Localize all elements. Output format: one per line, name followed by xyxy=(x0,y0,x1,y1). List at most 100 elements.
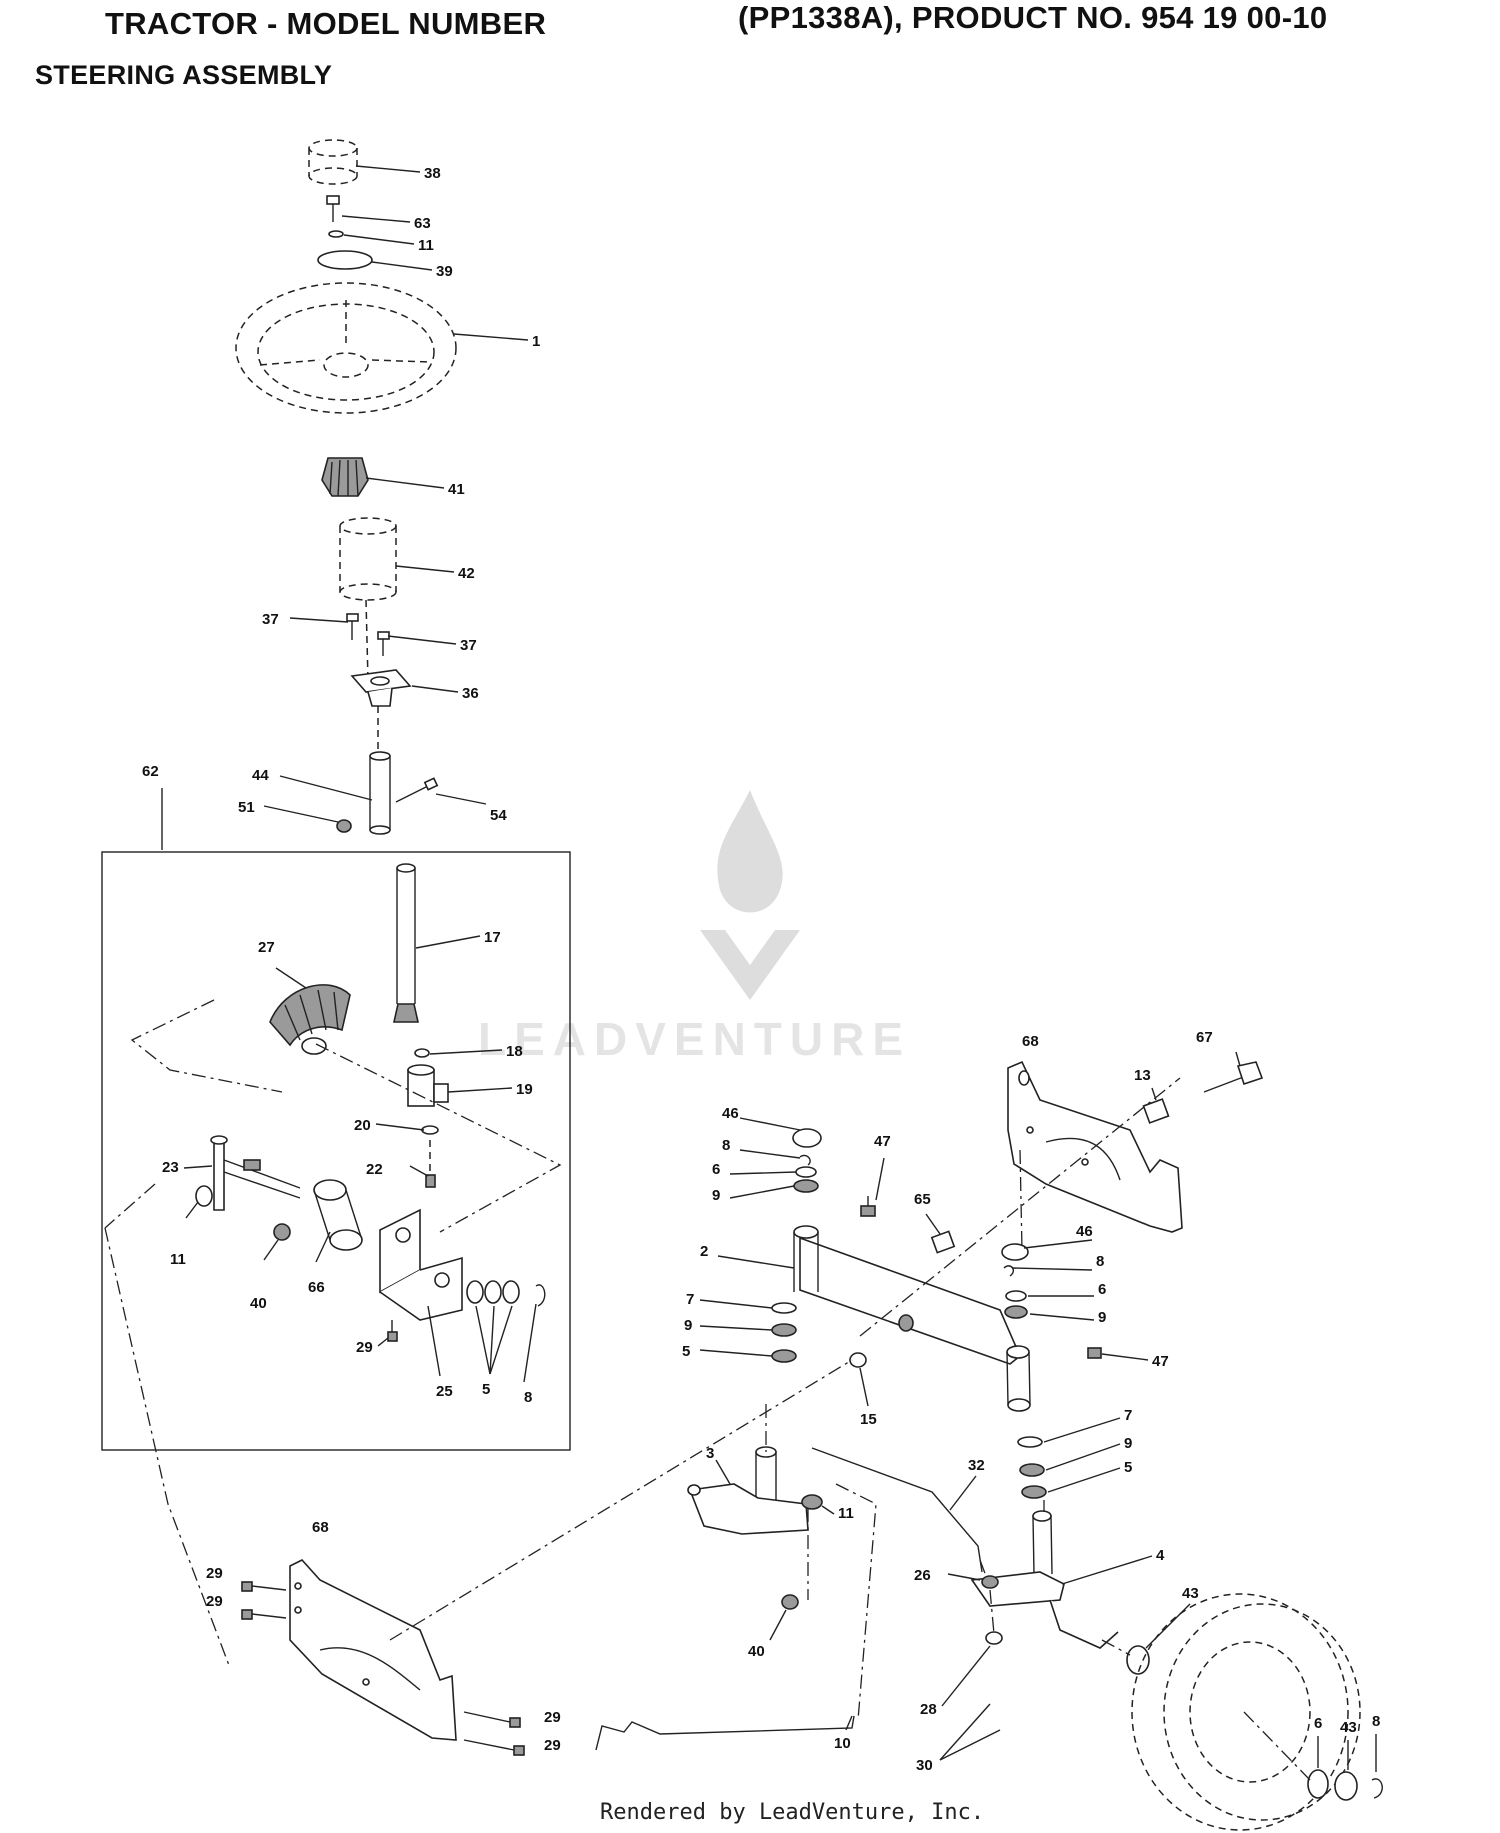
callout-44: 44 xyxy=(252,767,269,784)
grease-fitting-part xyxy=(860,1196,876,1217)
callout-65: 65 xyxy=(914,1191,931,1208)
callout-6: 6 xyxy=(1098,1281,1106,1298)
callout-4: 4 xyxy=(1156,1547,1165,1564)
steering-link-part xyxy=(939,1729,1001,1761)
washer-part xyxy=(1126,1645,1150,1675)
callout-29: 29 xyxy=(544,1737,561,1754)
callout-9: 9 xyxy=(1124,1435,1132,1452)
callout-18: 18 xyxy=(506,1043,523,1060)
washer-part xyxy=(414,1048,430,1058)
washer-part xyxy=(771,1302,797,1314)
washer-part xyxy=(1021,1485,1047,1499)
spacer-part xyxy=(930,1230,956,1254)
sector-gear-part xyxy=(269,984,351,1055)
washer-part xyxy=(466,1280,520,1304)
callout-8: 8 xyxy=(1096,1253,1104,1270)
callout-8: 8 xyxy=(524,1389,532,1406)
washer-part xyxy=(195,1185,213,1207)
callout-25: 25 xyxy=(436,1383,453,1400)
steering-wheel-part xyxy=(235,282,457,414)
tie-rod-part xyxy=(595,1715,855,1751)
callout-38: 38 xyxy=(424,165,441,182)
leader-lines xyxy=(183,165,1377,1772)
callout-22: 22 xyxy=(366,1161,383,1178)
left-spindle-part xyxy=(687,1446,809,1535)
callout-11: 11 xyxy=(838,1505,854,1522)
callout-46: 46 xyxy=(722,1105,739,1122)
washer-part xyxy=(1005,1290,1027,1302)
callout-37: 37 xyxy=(460,637,477,654)
callout-39: 39 xyxy=(436,263,453,280)
callout-42: 42 xyxy=(458,565,475,582)
callout-11: 11 xyxy=(418,237,434,254)
callout-26: 26 xyxy=(914,1567,931,1584)
cap-part xyxy=(792,1128,822,1148)
callout-43: 43 xyxy=(1340,1719,1357,1736)
watermark-text: LEADVENTURE xyxy=(478,1013,912,1065)
callout-29: 29 xyxy=(544,1709,561,1726)
front-tire-part xyxy=(1131,1593,1361,1831)
steering-washer-part xyxy=(317,250,373,270)
bolt-part xyxy=(387,1320,398,1342)
drag-link-part xyxy=(811,1447,983,1573)
callout-47: 47 xyxy=(1152,1353,1169,1370)
callout-40: 40 xyxy=(748,1643,765,1660)
callout-8: 8 xyxy=(1372,1713,1380,1730)
bolt-part xyxy=(395,777,439,803)
callout-68: 68 xyxy=(312,1519,329,1536)
steering-bushing-part xyxy=(339,517,397,601)
callout-9: 9 xyxy=(1098,1309,1106,1326)
bolt-part xyxy=(1203,1061,1264,1093)
callout-23: 23 xyxy=(162,1159,179,1176)
spacer-part xyxy=(1142,1098,1170,1124)
flange-bushing-part xyxy=(313,1179,363,1251)
steering-bracket-part xyxy=(210,1135,301,1211)
assembly-subtitle: STEERING ASSEMBLY xyxy=(35,60,333,90)
callout-37: 37 xyxy=(262,611,279,628)
nut-part xyxy=(981,1575,999,1589)
callout-19: 19 xyxy=(516,1081,533,1098)
leadventure-flame-logo-icon xyxy=(700,790,800,1000)
callout-13: 13 xyxy=(1134,1067,1151,1084)
e-clip-part xyxy=(1003,1265,1014,1277)
washer-part xyxy=(1004,1305,1028,1319)
callout-40: 40 xyxy=(250,1295,267,1312)
gear-kit-frame xyxy=(101,851,571,1451)
e-clip-part xyxy=(535,1284,546,1307)
callout-62: 62 xyxy=(142,763,159,780)
callout-68: 68 xyxy=(1022,1033,1039,1050)
bolt-part xyxy=(241,1581,525,1756)
washer-part xyxy=(793,1179,819,1193)
column-bracket-part xyxy=(350,669,412,707)
callout-32: 32 xyxy=(968,1457,985,1474)
callout-10: 10 xyxy=(834,1735,851,1752)
render-credit: Rendered by LeadVenture, Inc. xyxy=(600,1800,985,1825)
callout-9: 9 xyxy=(684,1317,692,1334)
callout-28: 28 xyxy=(920,1701,937,1718)
callout-63: 63 xyxy=(414,215,431,232)
page-title: TRACTOR - MODEL NUMBER xyxy=(105,6,547,41)
washer-part xyxy=(771,1323,797,1337)
callout-7: 7 xyxy=(1124,1407,1132,1424)
callout-66: 66 xyxy=(308,1279,325,1296)
washer-part xyxy=(328,230,344,238)
cap-part xyxy=(1001,1243,1029,1261)
steering-shaft-part xyxy=(369,751,391,835)
callout-1: 1 xyxy=(532,333,540,350)
pivot-block-part xyxy=(407,1064,449,1107)
callout-3: 3 xyxy=(706,1445,714,1462)
e-clip-part xyxy=(1371,1778,1383,1799)
callout-5: 5 xyxy=(482,1381,490,1398)
washer-part xyxy=(771,1349,797,1363)
callout-6: 6 xyxy=(712,1161,720,1178)
callout-51: 51 xyxy=(238,799,255,816)
e-clip-part xyxy=(799,1154,811,1166)
nut-part xyxy=(336,819,352,833)
support-bracket-part xyxy=(379,1208,463,1321)
washer-part xyxy=(985,1631,1003,1645)
grease-fitting-part xyxy=(1087,1347,1102,1359)
callout-9: 9 xyxy=(712,1187,720,1204)
callout-54: 54 xyxy=(490,807,507,824)
callout-8: 8 xyxy=(722,1137,730,1154)
